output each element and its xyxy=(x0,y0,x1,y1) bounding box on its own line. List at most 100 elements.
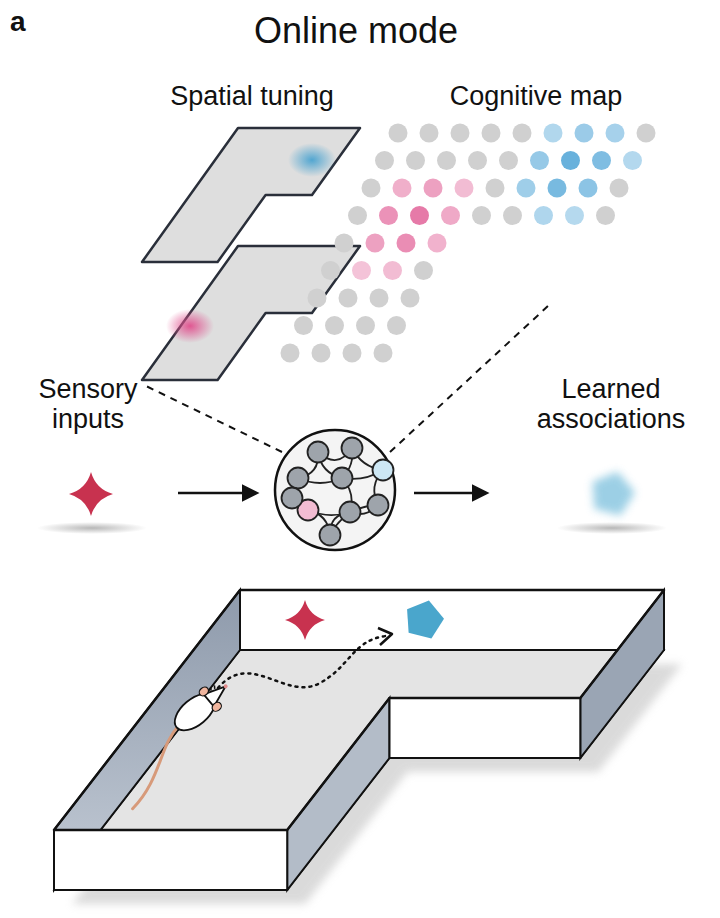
map-dot xyxy=(437,151,456,170)
place-field xyxy=(288,143,336,177)
frame-line xyxy=(548,469,676,471)
map-dot xyxy=(352,261,371,280)
map-dot xyxy=(534,206,553,225)
map-dot xyxy=(370,289,389,308)
map-dot xyxy=(606,124,625,143)
map-dot xyxy=(325,316,344,335)
map-dot xyxy=(379,206,398,225)
neuron xyxy=(342,438,363,459)
panel-title: Online mode xyxy=(146,11,566,51)
neuron xyxy=(332,468,353,489)
map-dot xyxy=(441,206,460,225)
input-label: Sensory inputs xyxy=(13,374,163,434)
map-dot xyxy=(343,344,362,363)
mouse-nose xyxy=(223,683,229,689)
neuron xyxy=(282,488,303,509)
maze-wall xyxy=(390,698,581,758)
panel-letter: a xyxy=(10,6,50,37)
map-dot xyxy=(455,179,474,198)
arrow xyxy=(178,492,256,495)
neuron xyxy=(373,460,394,481)
map-dot xyxy=(548,179,567,198)
map-dot xyxy=(486,179,505,198)
maze-rim xyxy=(54,590,664,830)
map-dot xyxy=(428,234,447,253)
map-dot xyxy=(623,151,642,170)
map-dot xyxy=(637,124,656,143)
map-dot xyxy=(312,344,331,363)
maze-wall xyxy=(54,830,287,890)
map-dot xyxy=(335,234,354,253)
neuron xyxy=(288,468,309,489)
place-field xyxy=(166,309,214,343)
mouse-ear xyxy=(197,685,210,698)
output-label: Learned associations xyxy=(506,374,716,434)
map-dot xyxy=(451,124,470,143)
map-dot xyxy=(472,206,491,225)
star-symbol xyxy=(285,600,325,640)
map-dot xyxy=(308,289,327,308)
shadow xyxy=(557,522,667,534)
neuron xyxy=(368,495,389,516)
neuron xyxy=(308,442,329,463)
mouse-ear xyxy=(210,701,223,714)
pentagon-symbol xyxy=(407,601,444,639)
implant xyxy=(209,685,216,692)
map-dot xyxy=(513,124,532,143)
map-dot xyxy=(579,179,598,198)
shadow xyxy=(37,522,147,534)
map-dot xyxy=(575,124,594,143)
map-panel xyxy=(142,128,360,262)
map-dot xyxy=(366,234,385,253)
map-dot xyxy=(281,344,300,363)
maze-wall xyxy=(287,698,389,890)
map-panel xyxy=(142,246,360,380)
map-dot xyxy=(592,151,611,170)
map-dot xyxy=(410,206,429,225)
map-dot xyxy=(482,124,501,143)
neuron xyxy=(340,502,361,523)
map-dot xyxy=(503,206,522,225)
leader-line xyxy=(390,306,548,452)
map-dot xyxy=(339,289,358,308)
map-dot xyxy=(596,206,615,225)
network-circle xyxy=(275,430,395,550)
frame-line xyxy=(30,469,152,471)
maze-wall xyxy=(240,590,664,650)
map-dot xyxy=(544,124,563,143)
map-dot xyxy=(374,344,393,363)
star-symbol xyxy=(69,472,113,516)
map-dot xyxy=(356,316,375,335)
map-dot xyxy=(406,151,425,170)
leader-line xyxy=(146,386,282,452)
map-dot xyxy=(389,124,408,143)
map-dot xyxy=(375,151,394,170)
map-dot xyxy=(294,316,313,335)
mouse xyxy=(102,674,249,808)
map-dot xyxy=(610,179,629,198)
map-dot xyxy=(517,179,536,198)
map-dot xyxy=(565,206,584,225)
map-dot xyxy=(362,179,381,198)
frame-line xyxy=(30,517,152,519)
maze-wall xyxy=(580,590,664,758)
map-dot xyxy=(468,151,487,170)
map-dot xyxy=(393,179,412,198)
map-dot xyxy=(561,151,580,170)
map-dot xyxy=(401,289,420,308)
map-dot xyxy=(530,151,549,170)
map-dot xyxy=(397,234,416,253)
frame-line xyxy=(548,517,676,519)
section-label: Spatial tuning xyxy=(122,81,382,111)
map-dot xyxy=(348,206,367,225)
mouse-tail xyxy=(111,726,200,809)
map-dot xyxy=(420,124,439,143)
map-dot xyxy=(499,151,518,170)
trajectory-head xyxy=(378,628,392,645)
arrow xyxy=(414,492,486,495)
map-dot xyxy=(414,261,433,280)
section-label: Cognitive map xyxy=(406,81,666,111)
map-dot xyxy=(424,179,443,198)
trajectory xyxy=(218,636,386,688)
